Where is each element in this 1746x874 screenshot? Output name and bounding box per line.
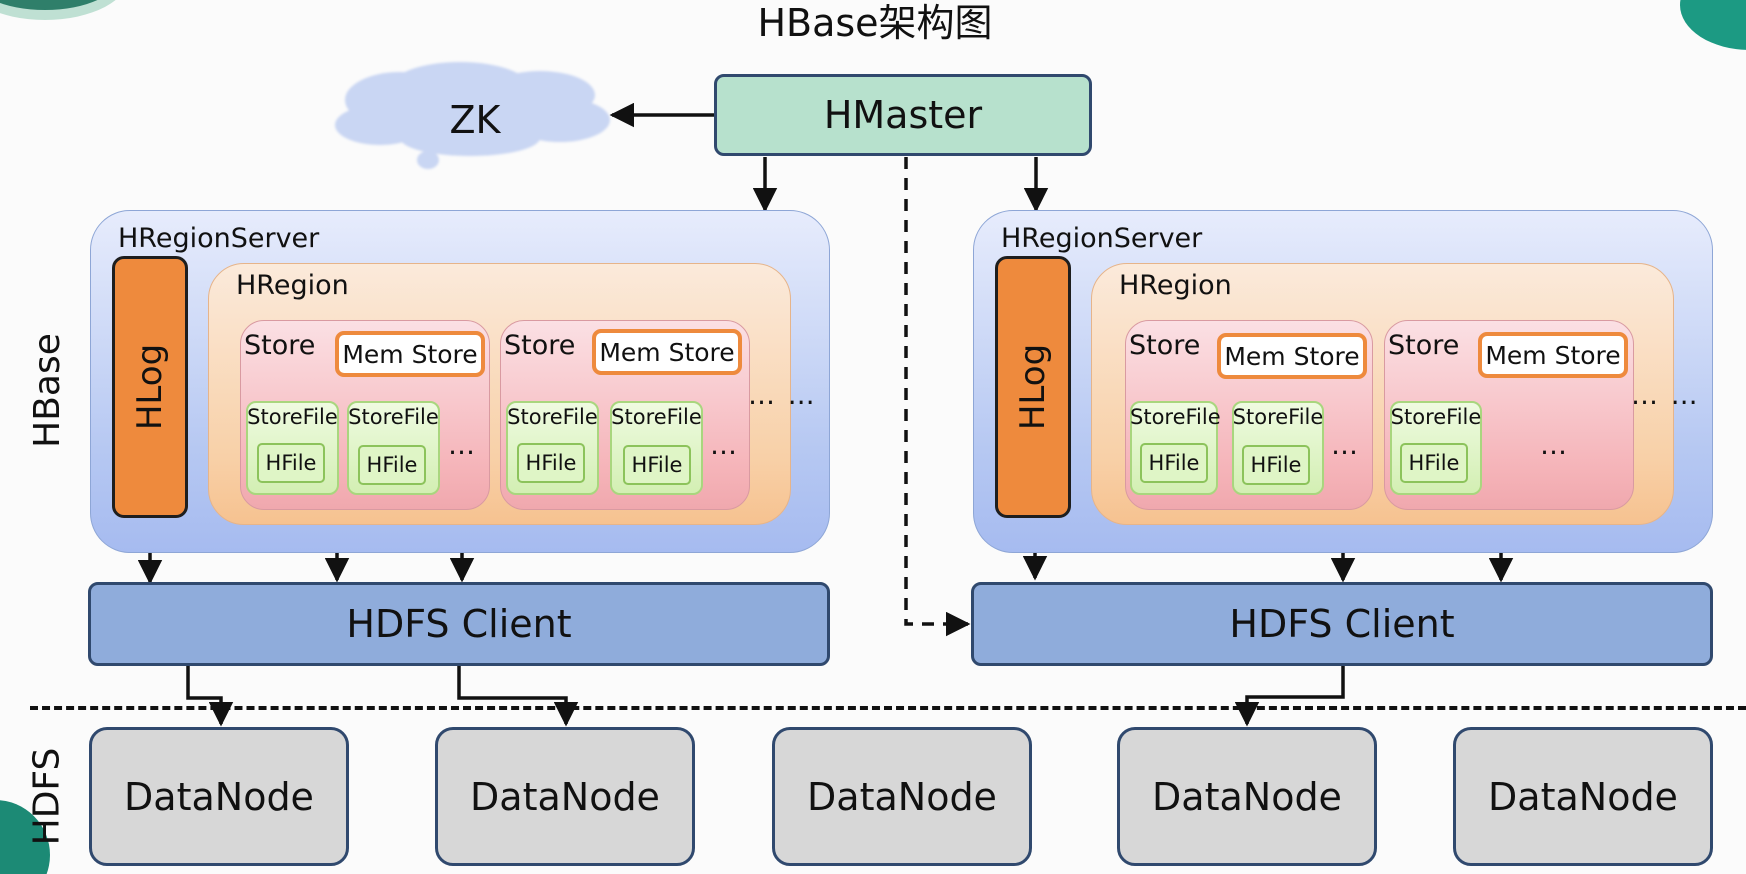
datanode-2: DataNode <box>435 727 695 866</box>
datanode-5: DataNode <box>1453 727 1713 866</box>
hlog-2-text: HLog <box>1013 343 1054 431</box>
hregion-2-label: HRegion <box>1119 270 1232 301</box>
side-label-hdfs-text: HDFS <box>26 747 68 845</box>
hmaster-box: HMaster <box>714 74 1092 156</box>
region-server-2-label: HRegionServer <box>1001 223 1203 254</box>
memstore-2-1: Mem Store <box>1217 333 1367 379</box>
memstore-2-2: Mem Store <box>1478 332 1628 378</box>
hfile-2-2-1: HFile <box>1400 443 1468 483</box>
hlog-box-2: HLog <box>995 256 1071 518</box>
side-label-hbase-text: HBase <box>26 332 68 448</box>
storefile-1-2-2-label: StoreFile <box>611 405 702 429</box>
storefile-1-1-2-label: StoreFile <box>348 405 439 429</box>
hfile-2-1-2: HFile <box>1242 445 1310 485</box>
hbase-hdfs-divider <box>30 706 1746 710</box>
storefile-2-2-1-label: StoreFile <box>1390 405 1482 429</box>
zk-cloud-shape <box>335 62 610 169</box>
store-1-2-label: Store <box>504 330 576 361</box>
store-2-1-label: Store <box>1129 330 1201 361</box>
region-server-1-label: HRegionServer <box>118 223 320 254</box>
hregion-1-label: HRegion <box>236 270 349 301</box>
storefile-more-2-2: … <box>1540 430 1569 461</box>
hfile-1-1-2: HFile <box>358 445 426 485</box>
storefile-more-1-1: … <box>448 430 477 461</box>
side-label-hbase: HBase <box>2 333 92 448</box>
storefile-2-1-1-label: StoreFile <box>1130 405 1221 429</box>
memstore-1-1: Mem Store <box>335 331 485 377</box>
store-more-1: … … <box>748 380 817 411</box>
hlog-box-1: HLog <box>112 256 188 518</box>
storefile-1-2-1-label: StoreFile <box>507 405 598 429</box>
datanode-4: DataNode <box>1117 727 1377 866</box>
hmaster-to-client2-dashed-arrow <box>904 157 971 637</box>
storefile-more-1-2: … <box>710 430 739 461</box>
memstore-1-2: Mem Store <box>592 329 742 375</box>
datanode-1: DataNode <box>89 727 349 866</box>
page-title: HBase架构图 <box>757 1 993 45</box>
hfile-1-1-1: HFile <box>257 443 325 483</box>
zk-label: ZK <box>449 98 501 142</box>
side-label-hdfs: HDFS <box>2 747 92 845</box>
storefile-more-2-1: … <box>1331 430 1360 461</box>
hfile-1-2-2: HFile <box>623 445 691 485</box>
hdfs-client-1: HDFS Client <box>88 582 830 666</box>
storefile-2-1-2-label: StoreFile <box>1232 405 1324 429</box>
store-more-2: … … <box>1631 380 1700 411</box>
storefile-1-1-1-label: StoreFile <box>247 405 338 429</box>
client1-to-datanode1-arrow <box>186 666 234 727</box>
client2-to-datanode4-arrow <box>1234 666 1345 727</box>
store-2-2-label: Store <box>1388 330 1460 361</box>
store-1-1-label: Store <box>244 330 316 361</box>
client1-to-datanode2-arrow <box>457 666 579 727</box>
hlog-1-text: HLog <box>130 343 171 431</box>
datanode-3: DataNode <box>772 727 1032 866</box>
hdfs-client-2: HDFS Client <box>971 582 1713 666</box>
hfile-2-1-1: HFile <box>1140 443 1208 483</box>
hfile-1-2-1: HFile <box>517 443 585 483</box>
